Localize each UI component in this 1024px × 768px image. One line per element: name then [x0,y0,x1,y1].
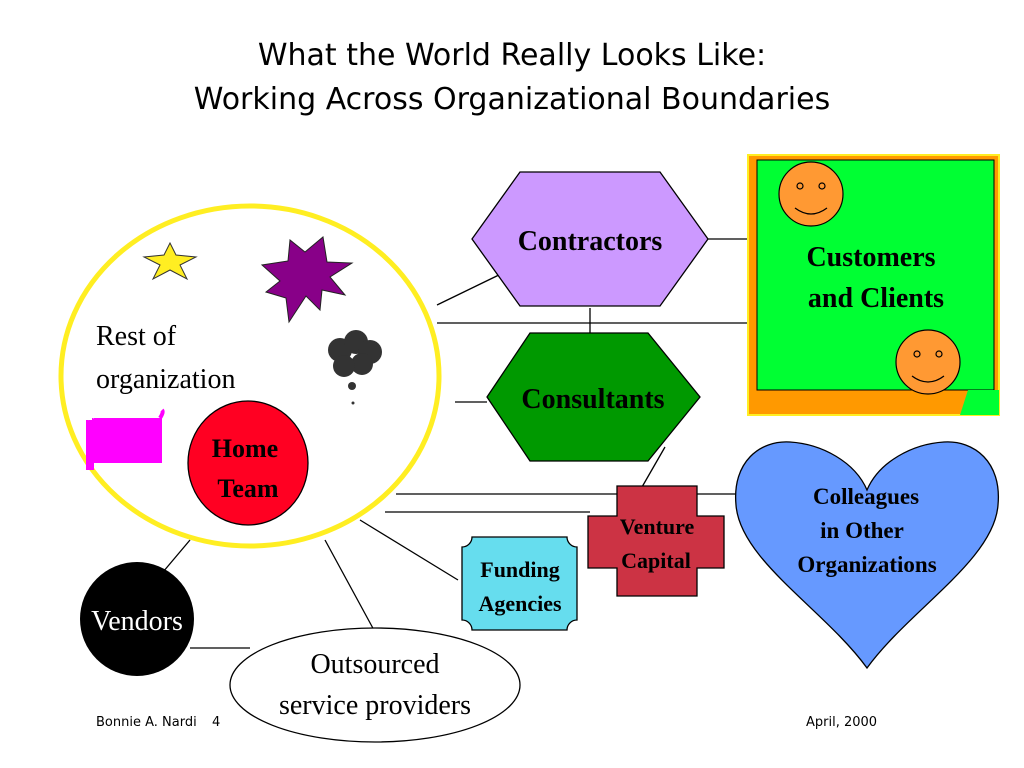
venture-capital-label: Capital [621,548,691,573]
funding-agencies-node [461,536,578,631]
venture-capital-node [587,485,725,597]
funding-agencies-label: Funding [480,557,560,582]
connector-org-outsourced [324,539,376,633]
home-team-label: Home [212,434,278,463]
scroll-icon [86,408,165,470]
contractors-node [471,171,709,307]
slide-title-line-1: What the World Really Looks Like: [257,38,767,73]
smiley-face-icon [778,161,844,227]
smiley-face-icon [895,329,961,395]
rest-of-organization-circle [58,203,442,549]
connector-org-funding [359,519,459,581]
contractors-label: Contractors [518,226,663,257]
rest-of-organization-label: organization [96,364,235,395]
outsourced-label: Outsourced [310,649,439,680]
consultants-label: Consultants [521,384,664,415]
consultants-node [486,332,701,462]
home-team-node [187,400,309,526]
footer-page-number: 4 [212,715,221,730]
connector-org-contractors [436,271,506,306]
home-team-label: Team [217,474,278,503]
colleagues-heart-node [735,441,999,670]
star-icon [142,241,198,281]
colleagues-label: Organizations [797,552,936,577]
vendors-node [80,562,194,676]
venture-capital-label: Venture [620,514,695,539]
cloud-icon [328,330,382,405]
connector-org-vendors [162,539,191,573]
outsourced-label: service providers [279,690,471,721]
connector-consultants-venture [641,446,666,488]
customers-label: and Clients [808,283,944,314]
outsourced-providers-node [229,627,521,743]
slide-title-line-2: Working Across Organizational Boundaries [193,82,831,117]
customers-label: Customers [806,242,935,273]
customers-and-clients-node [747,154,1000,416]
colleagues-label: Colleagues [813,484,919,509]
colleagues-label: in Other [820,518,904,543]
footer-author: Bonnie A. Nardi [96,715,197,730]
footer-date: April, 2000 [806,715,878,730]
rest-of-organization-label: Rest of [96,321,177,352]
vendors-label: Vendors [91,606,183,637]
starburst-icon [260,236,354,324]
funding-agencies-label: Agencies [478,591,562,616]
